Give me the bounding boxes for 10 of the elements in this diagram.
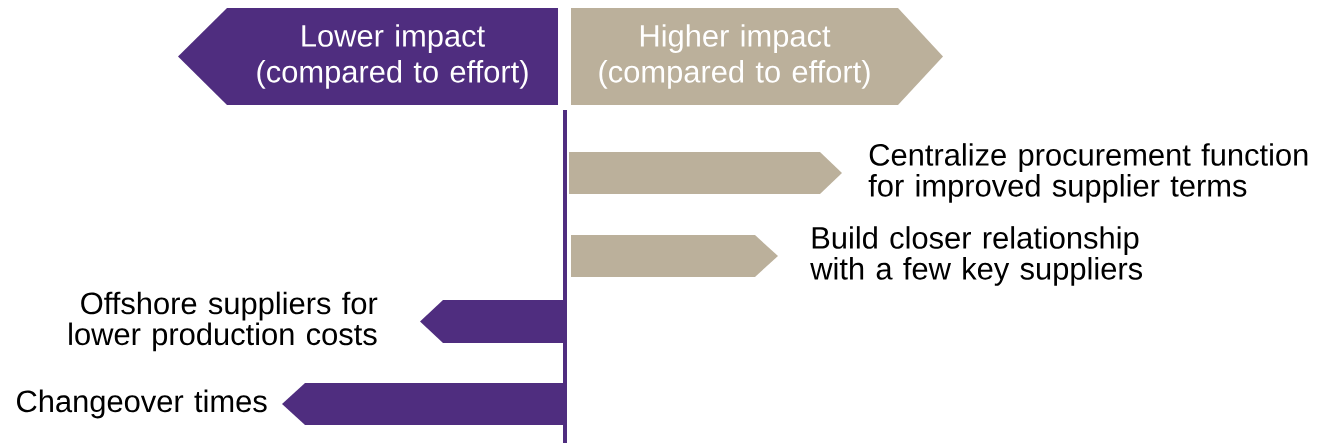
impact-bar: Offshore suppliers for lower production costs	[69, 291, 563, 352]
impact-bar: Changeover times	[17, 383, 563, 425]
impact-bar: Build closer relationship with a few key suppliers	[571, 226, 1142, 286]
node-label: Centralize procurement function for improved supplier terms	[868, 143, 1308, 203]
impact-bar: Centralize procurement function for improved supplier terms	[569, 143, 1308, 203]
node-label: Offshore suppliers for lower production costs	[69, 291, 378, 352]
node-label: Changeover times	[17, 389, 267, 419]
header-box: Higher impact (compared to effort)	[571, 8, 943, 105]
header-box: Lower impact (compared to effort)	[178, 8, 558, 105]
node-label: Build closer relationship with a few key suppliers	[810, 226, 1143, 286]
